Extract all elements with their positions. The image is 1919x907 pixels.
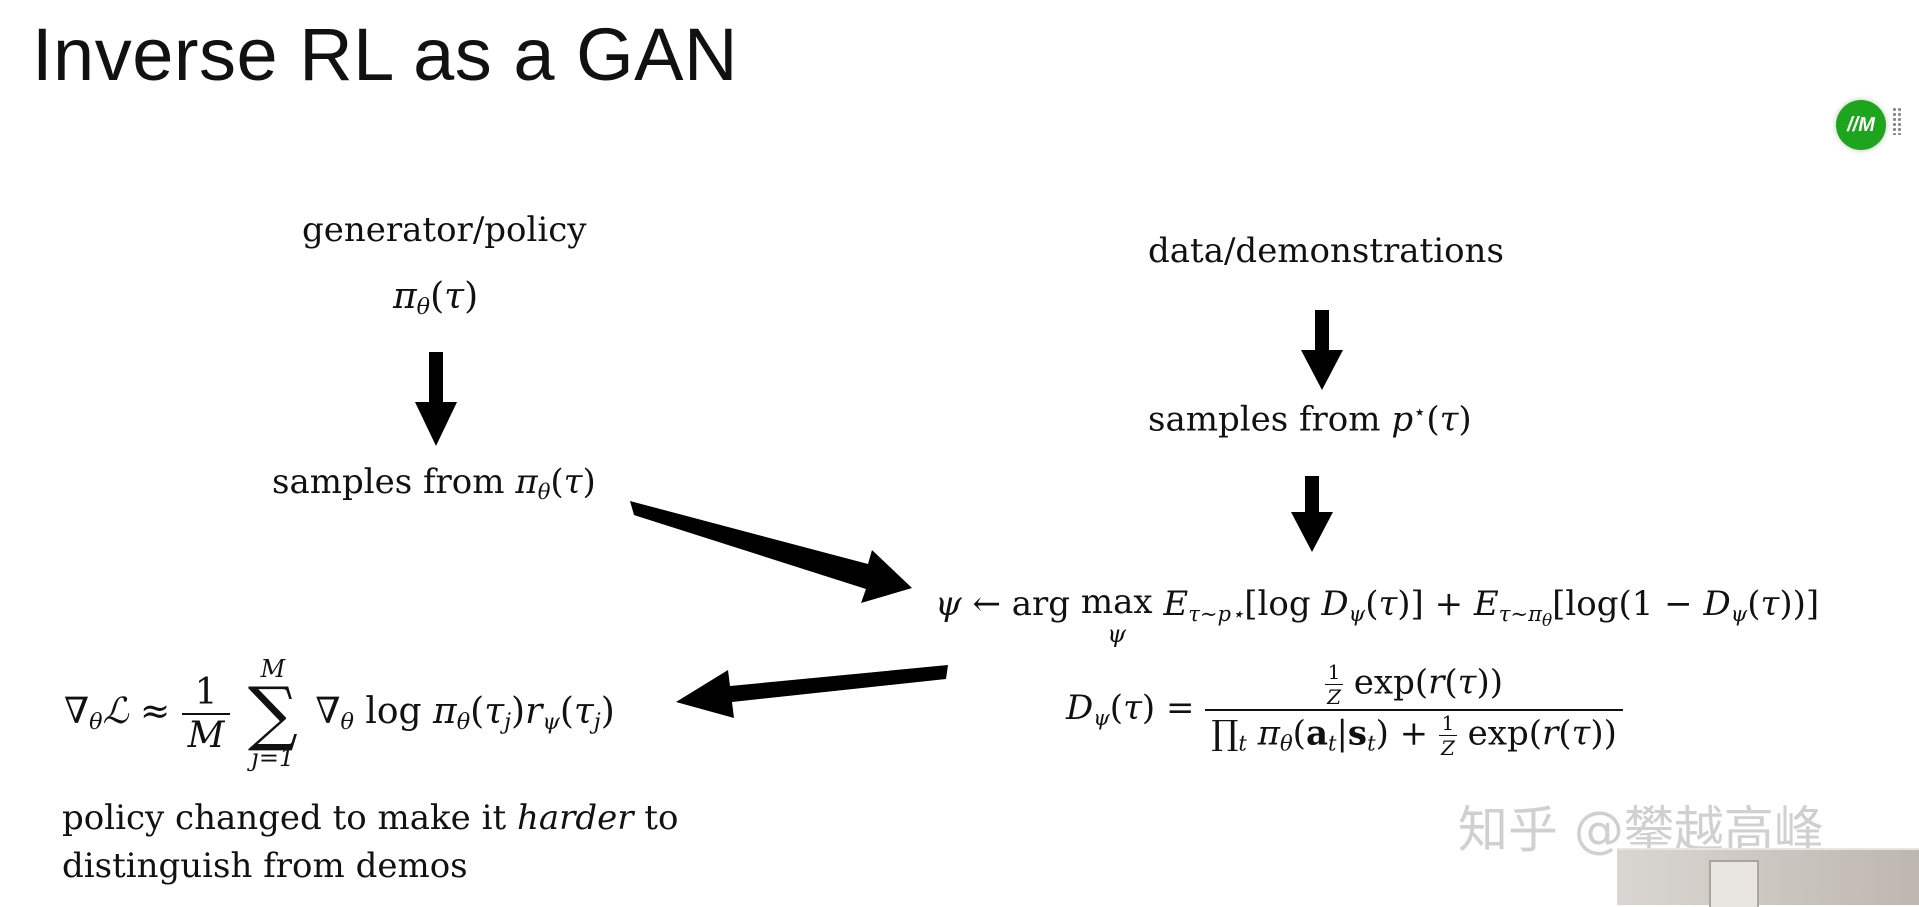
- arrow-update-to-gradient: [676, 665, 948, 718]
- arrow-data-down-1: [1301, 310, 1343, 390]
- video-thumbnail[interactable]: [1617, 848, 1919, 907]
- samples-from-data: samples from p⋆(τ): [1148, 399, 1472, 440]
- data-label: data/demonstrations: [1148, 231, 1504, 271]
- arrow-policy-samples-to-update: [630, 501, 912, 603]
- arrow-generator-down: [415, 352, 457, 446]
- arrow-data-down-2: [1291, 476, 1333, 552]
- samples-from-policy: samples from πθ(τ): [272, 462, 596, 504]
- drag-handle-icon[interactable]: [1892, 107, 1902, 135]
- caption-emphasis: harder: [516, 798, 634, 838]
- caption-line-2: distinguish from demos: [62, 846, 468, 886]
- caption-line-1: policy changed to make it harder to: [62, 798, 679, 838]
- plugin-badge[interactable]: //M: [1836, 100, 1886, 150]
- generator-math: πθ(τ): [393, 276, 479, 321]
- thumbnail-door: [1709, 860, 1759, 907]
- slide-title: Inverse RL as a GAN: [32, 13, 738, 96]
- samples-data-prefix: samples from: [1148, 399, 1392, 440]
- generator-label: generator/policy: [302, 210, 587, 250]
- samples-policy-prefix: samples from: [272, 462, 516, 502]
